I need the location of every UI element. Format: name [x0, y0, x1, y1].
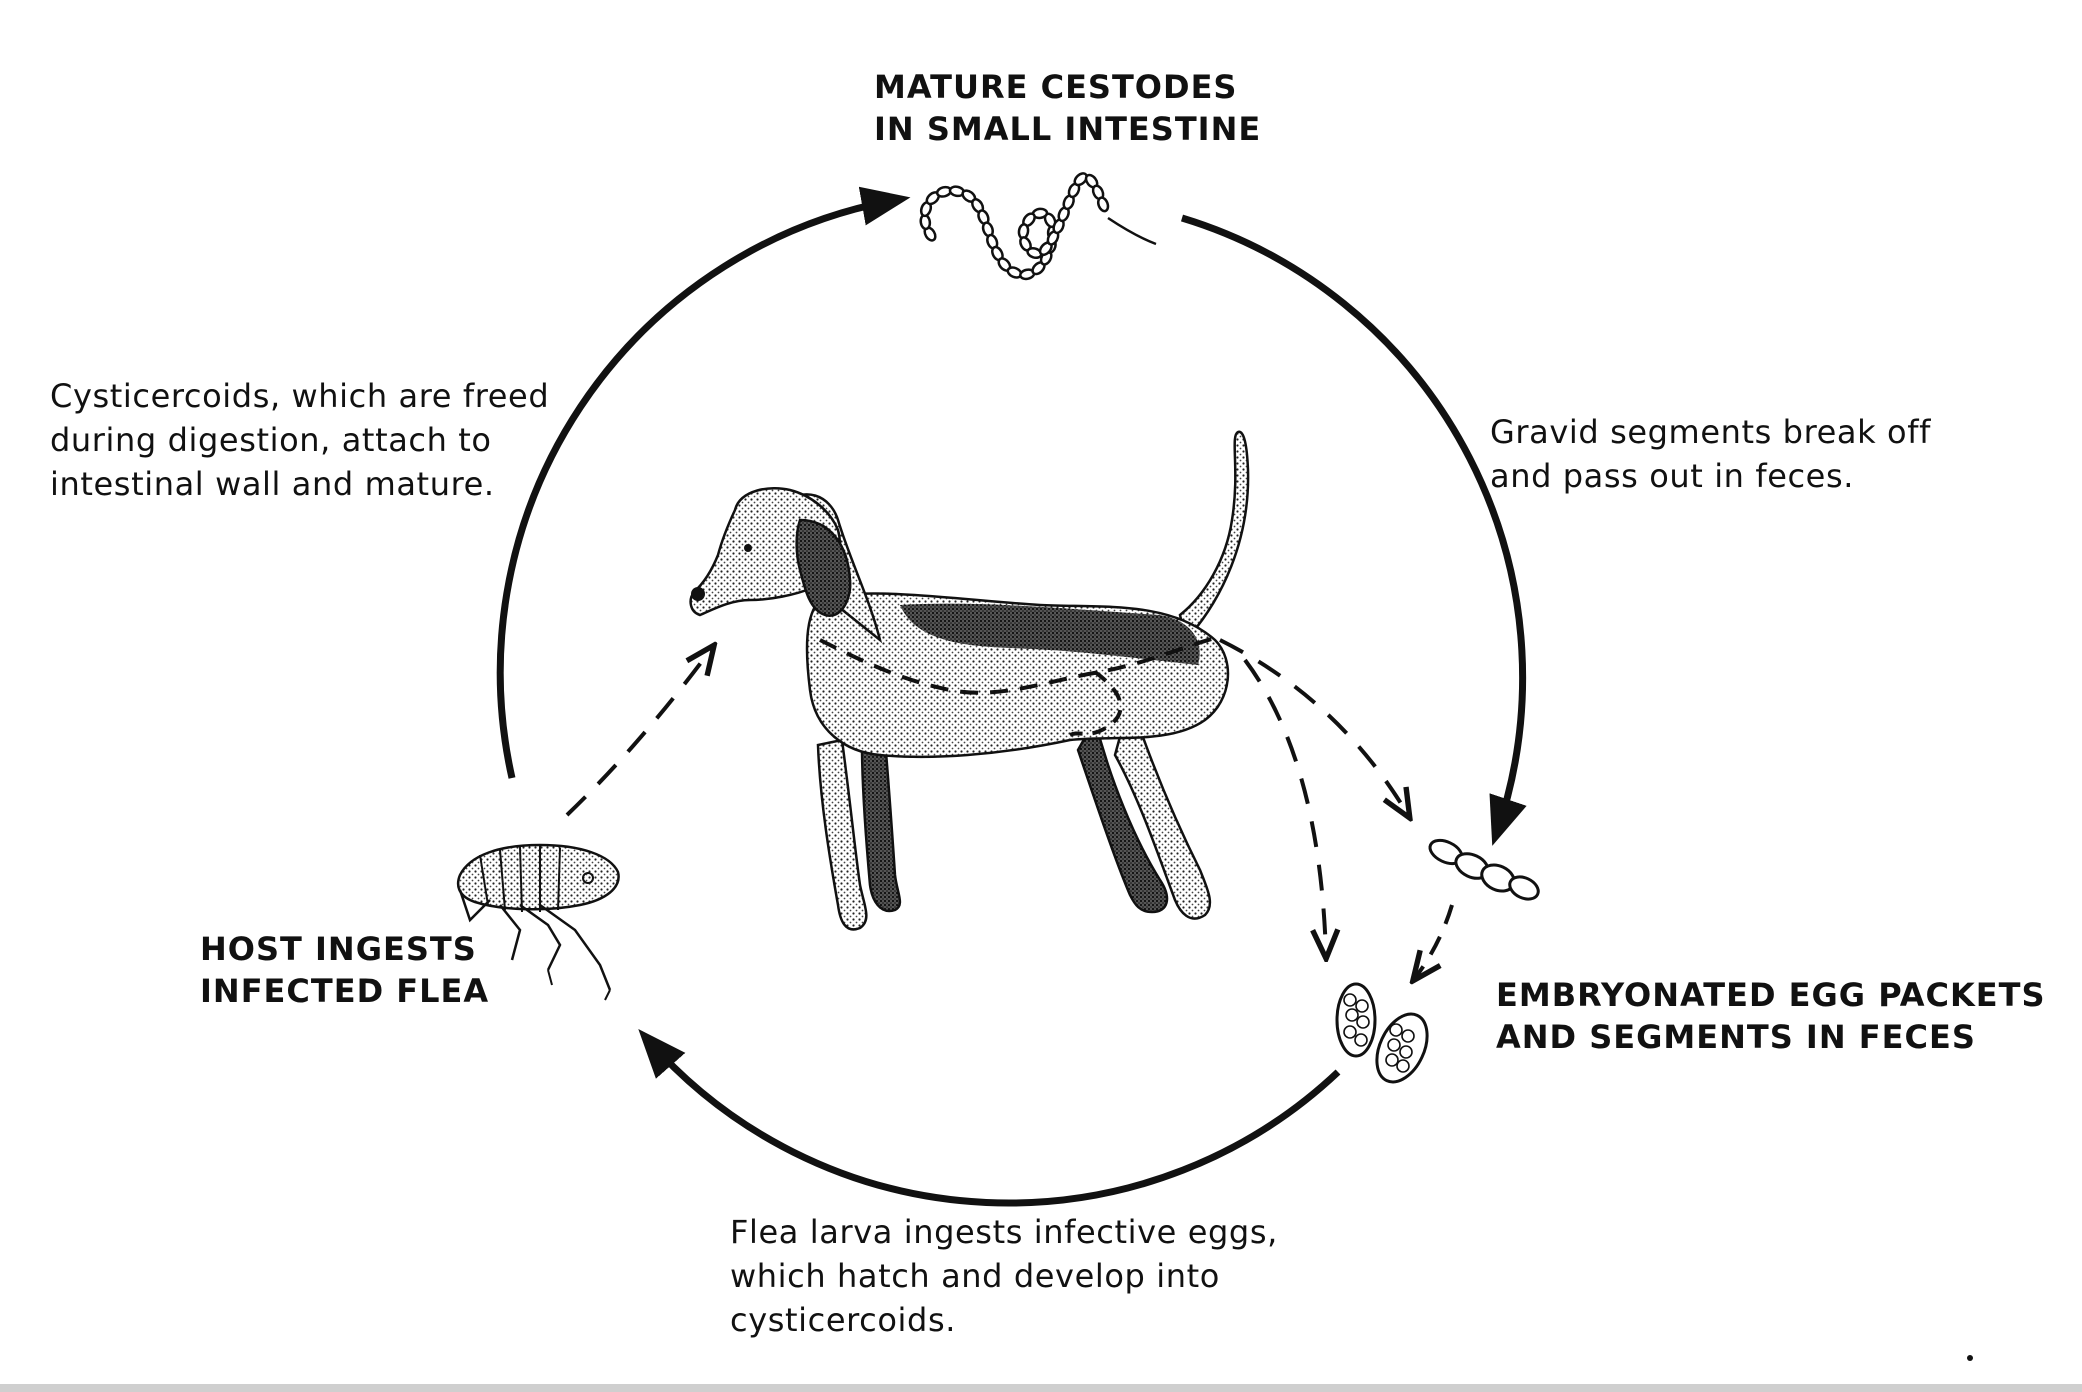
- stage-label-line: INFECTED FLEA: [200, 972, 490, 1010]
- cycle-arrow-left: [496, 186, 911, 779]
- tapeworm-icon: [919, 172, 1157, 281]
- stage-label-host-ingests: HOST INGESTS INFECTED FLEA: [200, 928, 489, 1012]
- transition-line: cysticercoids.: [730, 1301, 956, 1339]
- stage-label-egg-packets: EMBRYONATED EGG PACKETS AND SEGMENTS IN …: [1496, 974, 2046, 1058]
- egg-packet-icon: [1335, 982, 1429, 1084]
- dog-illustration: [689, 430, 1250, 931]
- tapeworm-segment: [1096, 196, 1110, 213]
- stage-label-line: AND SEGMENTS IN FECES: [1496, 1018, 1976, 1056]
- dashed-arrow-segments-to-eggs: [1415, 904, 1454, 978]
- transition-line: which hatch and develop into: [730, 1257, 1220, 1295]
- stage-label-line: EMBRYONATED EGG PACKETS: [1496, 976, 2046, 1014]
- transition-line: and pass out in feces.: [1490, 457, 1855, 495]
- stage-label-line: MATURE CESTODES: [874, 68, 1238, 106]
- dashed-arrow-to-segments: [1219, 638, 1408, 815]
- bottom-edge-rule: [0, 1384, 2082, 1392]
- tapeworm-segment-icon: [1428, 838, 1540, 901]
- dashed-arrow-flea-to-mouth: [565, 648, 712, 817]
- transition-line: during digestion, attach to: [50, 421, 492, 459]
- dashed-arrow-to-eggs: [1243, 658, 1326, 955]
- stage-label-line: IN SMALL INTESTINE: [874, 110, 1262, 148]
- cycle-arrow-bottom: [638, 1028, 1341, 1207]
- transition-line: intestinal wall and mature.: [50, 465, 495, 503]
- transition-line: Flea larva ingests infective eggs,: [730, 1213, 1278, 1251]
- tapeworm-segment: [1073, 172, 1088, 187]
- cycle-arrow-top-right: [1180, 214, 1527, 846]
- transition-gravid-segments: Gravid segments break off and pass out i…: [1490, 410, 1931, 498]
- flea-icon: [456, 843, 620, 1001]
- stage-label-mature-cestodes: MATURE CESTODES IN SMALL INTESTINE: [874, 66, 1261, 150]
- transition-line: Cysticercoids, which are freed: [50, 377, 550, 415]
- transition-cysticercoids: Cysticercoids, which are freed during di…: [50, 374, 549, 506]
- transition-line: Gravid segments break off: [1490, 413, 1931, 451]
- stage-label-line: HOST INGESTS: [200, 930, 477, 968]
- transition-flea-larva: Flea larva ingests infective eggs, which…: [730, 1210, 1278, 1342]
